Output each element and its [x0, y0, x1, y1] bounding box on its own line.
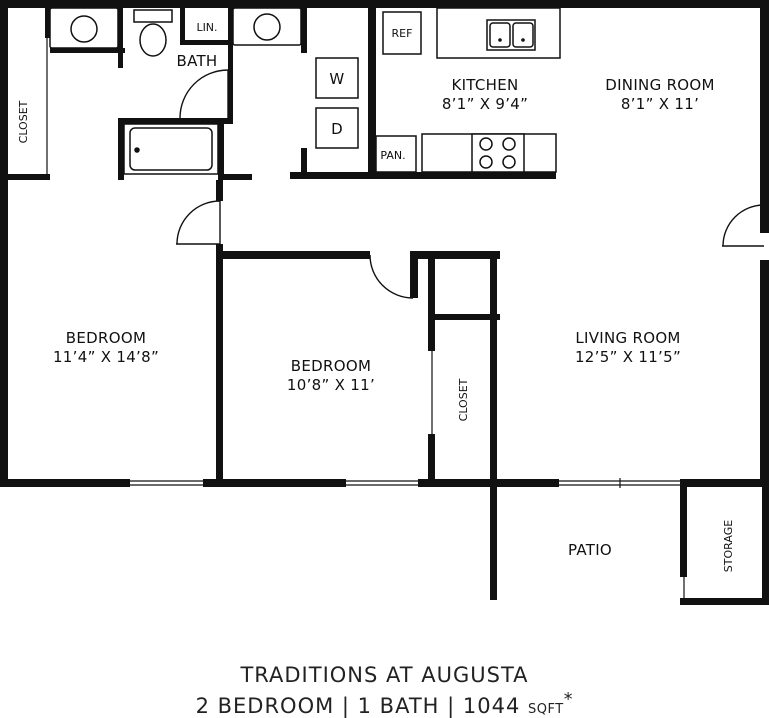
plan-title: TRADITIONS AT AUGUSTA [240, 663, 529, 687]
bedroom1-name: BEDROOM [66, 329, 146, 347]
dining-room-name: DINING ROOM [605, 76, 715, 94]
dining-room-dimensions: 8’1” X 11’ [621, 95, 699, 113]
patio-label: PATIO [568, 541, 612, 559]
kitchen-name: KITCHEN [451, 76, 518, 94]
bath-label: BATH [176, 52, 217, 70]
closet-mid-label: CLOSET [457, 378, 470, 421]
drains [498, 38, 525, 42]
dryer-label: D [331, 120, 343, 138]
room-labels: CLOSET LIN. BATH W D REF KITCHEN 8’1” X … [17, 21, 735, 572]
plan-summary-text: 2 BEDROOM | 1 BATH | 1044 [195, 694, 521, 718]
washer-label: W [329, 70, 344, 88]
refrigerator-label: REF [392, 27, 413, 40]
living-room-name: LIVING ROOM [575, 329, 680, 347]
walls [0, 0, 769, 605]
footnote-mark: * [563, 690, 574, 710]
kitchen-dimensions: 8’1” X 9’4” [442, 95, 528, 113]
bedroom2-dimensions: 10’8” X 11’ [287, 376, 375, 394]
closet-left-label: CLOSET [17, 100, 30, 143]
sqft-unit: SQFT [528, 702, 564, 717]
storage-label: STORAGE [722, 520, 735, 572]
bedroom2-name: BEDROOM [291, 357, 371, 375]
doors [176, 69, 765, 299]
openings [46, 38, 685, 598]
linen-label: LIN. [196, 21, 217, 34]
living-room-dimensions: 12’5” X 11’5” [575, 348, 681, 366]
fixtures [49, 7, 561, 175]
bedroom1-dimensions: 11’4” X 14’8” [53, 348, 159, 366]
plan-summary: 2 BEDROOM | 1 BATH | 1044 SQFT* [0, 690, 769, 718]
pantry-label: PAN. [380, 149, 405, 162]
